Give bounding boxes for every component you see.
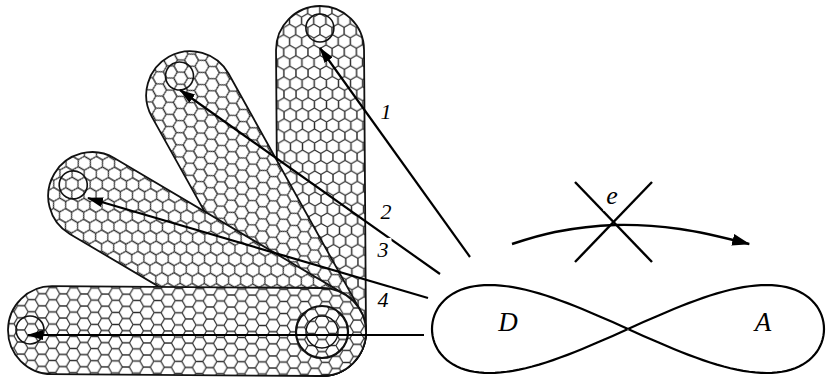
cross-mark bbox=[575, 182, 652, 262]
nanotube-cap bbox=[306, 14, 334, 42]
nanotube-body bbox=[8, 286, 367, 376]
site-label: A bbox=[755, 309, 772, 336]
electron-label: e bbox=[603, 182, 621, 211]
nanotube-cap bbox=[54, 166, 92, 204]
nanotube-rim bbox=[296, 306, 348, 358]
nanotube-cap bbox=[16, 316, 44, 344]
callout-number: 4 bbox=[375, 288, 392, 312]
callout-number: 3 bbox=[375, 238, 392, 262]
nanotube-cap bbox=[160, 57, 198, 95]
callout-number: 2 bbox=[378, 200, 395, 224]
transfer-arrow bbox=[28, 334, 424, 336]
nanotube bbox=[8, 286, 367, 376]
lobe-outline bbox=[628, 244, 830, 376]
lobe-outline bbox=[428, 244, 628, 376]
lobe-region: D bbox=[428, 244, 628, 376]
lobe-outline bbox=[628, 285, 824, 373]
transfer-arrow bbox=[180, 90, 440, 274]
transfer-arrow bbox=[88, 198, 428, 298]
cross-mark bbox=[575, 182, 652, 262]
transfer-arrow bbox=[320, 48, 470, 257]
callout-number: 1 bbox=[378, 100, 395, 124]
site-label: D bbox=[498, 309, 518, 336]
transfer-arrow bbox=[512, 225, 749, 244]
lobe-region: A bbox=[628, 244, 830, 376]
lobe-outline bbox=[432, 285, 628, 373]
nanotube-rim bbox=[306, 316, 338, 348]
